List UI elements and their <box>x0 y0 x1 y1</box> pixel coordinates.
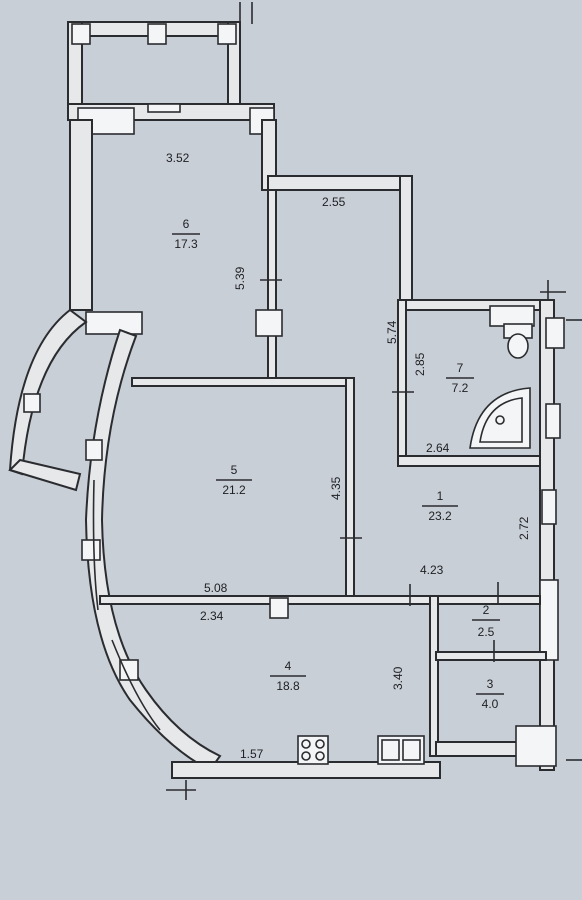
room-1-id: 1 <box>437 489 444 503</box>
dim-room6-length: 5.39 <box>233 266 247 290</box>
dimension-ticks <box>260 279 499 662</box>
dim-room5-width: 5.08 <box>204 581 228 595</box>
room-5-area: 21.2 <box>222 483 246 497</box>
room-labels: 6 17.3 7 7.2 5 21.2 1 23.2 2 2.5 3 4.0 4… <box>172 217 504 711</box>
room-6-walls <box>67 103 283 381</box>
room-3-id: 3 <box>487 677 494 691</box>
room-2-area: 2.5 <box>478 625 495 639</box>
room-2-id: 2 <box>483 603 490 617</box>
kitchen-fixtures <box>297 735 425 765</box>
dim-bath-length: 2.85 <box>413 352 427 376</box>
room-3-area: 4.0 <box>482 697 499 711</box>
balcony <box>67 2 253 105</box>
bay-wall <box>8 308 222 772</box>
dim-room1-width: 4.23 <box>420 563 444 577</box>
hall-walls <box>267 175 413 307</box>
dimension-labels: 3.52 5.39 2.55 5.74 2.85 2.64 4.35 5.08 … <box>166 151 531 761</box>
bottom-wall <box>166 725 582 800</box>
room-4-id: 4 <box>285 659 292 673</box>
dim-kitchen-length: 3.40 <box>391 666 405 690</box>
room-6-area: 17.3 <box>174 237 198 251</box>
room-7-area: 7.2 <box>452 381 469 395</box>
room-5-id: 5 <box>231 463 238 477</box>
dim-kitchen-corner: 1.57 <box>240 747 264 761</box>
stove-icon <box>297 735 329 765</box>
dim-room1-length: 2.72 <box>517 516 531 540</box>
mid-wall <box>99 595 547 757</box>
room-1-area: 23.2 <box>428 509 452 523</box>
dim-bath-width: 2.64 <box>426 441 450 455</box>
dim-hall-width: 2.55 <box>322 195 346 209</box>
room-4-area: 18.8 <box>276 679 300 693</box>
dim-hall-length: 5.74 <box>385 320 399 344</box>
room-7-id: 7 <box>457 361 464 375</box>
right-wall <box>539 280 582 771</box>
dim-room6-width: 3.52 <box>166 151 190 165</box>
dim-room5-length: 4.35 <box>329 476 343 500</box>
bathroom-7 <box>397 299 547 467</box>
dim-kitchen-width: 2.34 <box>200 609 224 623</box>
room-6-id: 6 <box>183 217 190 231</box>
